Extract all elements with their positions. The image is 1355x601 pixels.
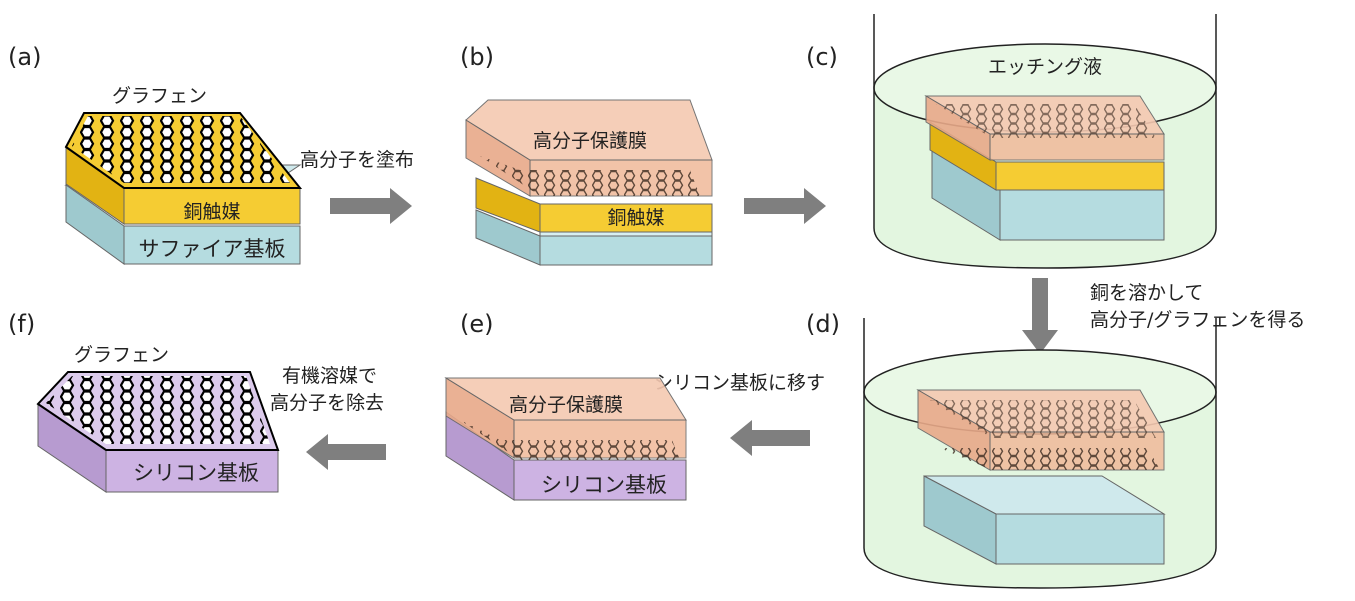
step-d-to-e-caption: シリコン基板に移す: [654, 372, 825, 394]
graphene-lattice: [936, 104, 1156, 138]
panel-f-graphene-caption: グラフェン: [74, 344, 169, 366]
sapphire-front: [995, 513, 1165, 565]
graphene-under-film: [480, 156, 700, 196]
panel-a-label: (a): [8, 43, 41, 71]
panel-a-graphene-caption: グラフェン: [112, 85, 207, 107]
copper-front: [539, 203, 713, 233]
panel-d: (d): [806, 310, 1217, 589]
panel-b: (b) 高分子保護膜 銅触媒: [460, 43, 713, 266]
panel-c-label: (c): [806, 43, 838, 71]
panel-a-sapphire-label: サファイア基板: [139, 237, 286, 261]
panel-c: (c) エッチング液: [806, 14, 1217, 269]
graphene-lattice: [46, 376, 270, 444]
graphene-under-film: [940, 448, 1160, 470]
step-c-to-d-caption-line1: 銅を溶かして: [1090, 282, 1203, 304]
step-e-to-f-caption-line1: 有機溶媒で: [282, 365, 377, 387]
beaker-wall: [873, 14, 1217, 269]
panel-b-copper-label: 銅触媒: [607, 207, 664, 229]
panel-f: (f) グラフェン シリコン基板: [8, 310, 280, 493]
beaker-wall: [863, 318, 1217, 589]
panel-c-liquid-label: エッチング液: [988, 56, 1102, 78]
panel-f-label: (f): [8, 310, 35, 338]
arrow-right-icon: [744, 188, 826, 224]
graphene-lattice: [930, 400, 1156, 438]
copper-front: [995, 161, 1165, 191]
panel-f-silicon-label: シリコン基板: [133, 461, 259, 485]
panel-b-label: (b): [460, 43, 494, 71]
sapphire-front: [999, 189, 1165, 241]
panel-e-film-label: 高分子保護膜: [509, 394, 623, 416]
sapphire-substrate-side: [65, 184, 125, 265]
panel-e: (e) 高分子保護膜 シリコン基板: [444, 310, 687, 501]
sapphire-front: [539, 235, 713, 266]
panel-d-label: (d): [806, 310, 840, 338]
panel-e-label: (e): [460, 310, 494, 338]
step-c-to-d-caption-line2: 高分子/グラフェンを得る: [1090, 309, 1305, 331]
graphene-under-film: [460, 420, 680, 460]
step-e-to-f-caption-line2: 高分子を除去: [270, 392, 384, 414]
polymer-top: [444, 377, 687, 421]
arrow-down-icon: [1022, 278, 1058, 354]
arrow-left-icon: [730, 420, 810, 456]
panel-a: (a) グラフェン 銅触媒 サファイア基板: [8, 43, 303, 265]
panel-e-silicon-label: シリコン基板: [541, 473, 667, 497]
step-a-to-b-caption: 高分子を塗布: [300, 148, 414, 171]
graphene-lattice: [72, 116, 290, 183]
panel-b-film-label: 高分子保護膜: [533, 130, 647, 152]
panel-a-copper-label: 銅触媒: [183, 201, 240, 223]
arrow-right-icon: [330, 188, 412, 224]
polymer-film-top: [465, 99, 713, 161]
arrow-left-icon: [306, 434, 386, 470]
